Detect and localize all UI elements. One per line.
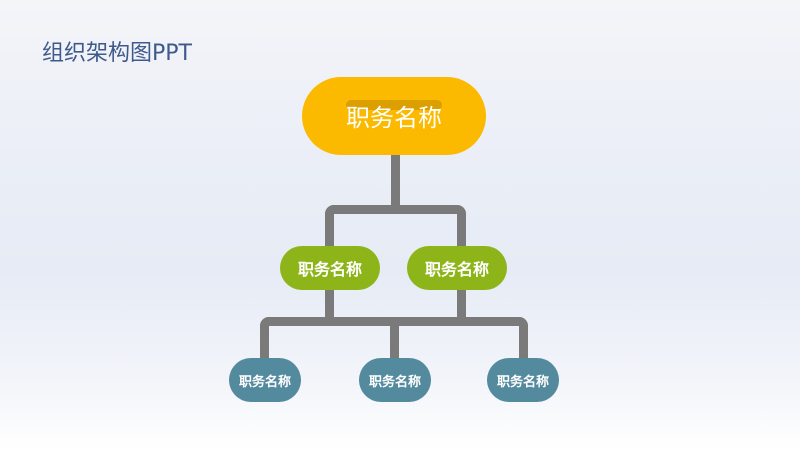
connector-upper-bracket — [325, 205, 466, 255]
connector-top-stem — [391, 150, 400, 212]
org-node-bottom-3[interactable]: 职务名称 — [487, 358, 559, 402]
org-node-label: 职务名称 — [297, 260, 362, 279]
org-node-bottom-2[interactable]: 职务名称 — [359, 358, 431, 402]
org-node-label: 职务名称 — [238, 374, 291, 390]
connector-mid-left-drop — [325, 285, 334, 325]
org-node-bottom-1[interactable]: 职务名称 — [229, 358, 301, 402]
org-node-label: 职务名称 — [424, 260, 489, 279]
connector-bottom-center-drop — [390, 320, 399, 362]
org-node-label: 职务名称 — [496, 374, 549, 390]
connector-mid-right-drop — [457, 285, 466, 325]
org-node-top-label: 职务名称 — [346, 104, 442, 132]
org-node-label: 职务名称 — [368, 374, 421, 390]
org-node-top[interactable]: 职务名称 — [302, 77, 486, 155]
org-node-middle-1[interactable]: 职务名称 — [280, 246, 380, 290]
top-node-accent-bar — [346, 100, 442, 110]
org-node-middle-2[interactable]: 职务名称 — [407, 246, 507, 290]
slide-title: 组织架构图PPT — [42, 41, 192, 66]
